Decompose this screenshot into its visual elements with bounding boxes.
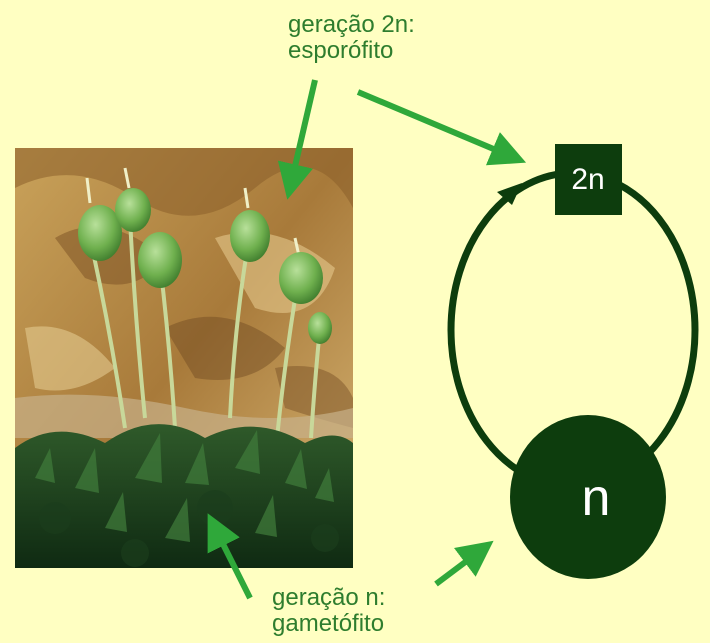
pointer-arrow-sporophyte-cycle	[358, 92, 515, 158]
pointer-arrow-sporophyte-photo	[290, 80, 315, 188]
node-n-label: n	[582, 469, 611, 527]
node-2n-label: 2n	[571, 163, 604, 196]
pointer-arrow-gametophyte-cycle	[436, 548, 484, 584]
pointer-arrow-gametophyte-photo	[213, 524, 250, 598]
